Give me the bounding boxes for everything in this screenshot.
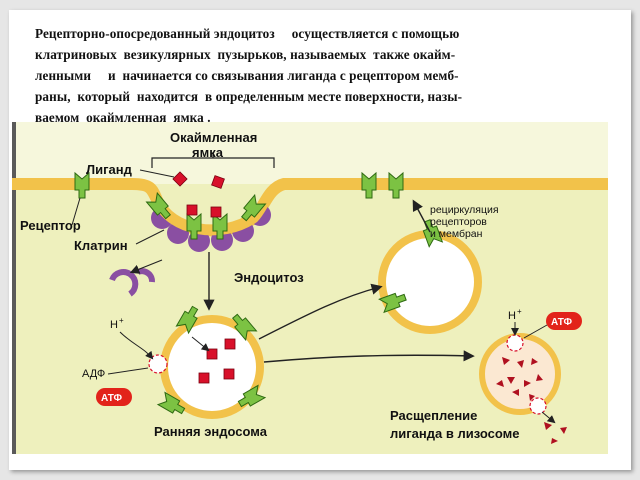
ligand-icon xyxy=(198,372,210,384)
recycling-label: рецепторов xyxy=(430,216,487,228)
slide-left-edge xyxy=(12,122,16,454)
extracellular-region xyxy=(12,122,608,184)
recycling-arrow xyxy=(412,199,431,233)
recycling-label: и мембран xyxy=(430,228,483,240)
recycling-vesicle xyxy=(378,230,482,334)
proton-pump-icon xyxy=(529,397,547,415)
plus-superscript: + xyxy=(119,316,124,325)
h-plus-left-label: Н xyxy=(110,319,118,331)
caption-line: Рецепторно-опосредованный эндоцитоз осущ… xyxy=(35,26,460,41)
caption-line: клатриновых везикулярных пузырьков, назы… xyxy=(35,47,456,62)
cleavage-label: Расщепление xyxy=(390,408,477,423)
to-recycling-arrow xyxy=(258,283,383,340)
endocytosis-diagram: Окаймленная ямка Лиганд Рецептор Клатрин… xyxy=(12,122,608,454)
released-fragments xyxy=(544,422,567,444)
ligand-label: Лиганд xyxy=(86,162,133,177)
atp-left-label: АТФ xyxy=(101,393,122,404)
caption-line: раны, который находится в определенным м… xyxy=(35,89,463,104)
ligand-icon xyxy=(206,348,218,360)
plus-superscript: + xyxy=(517,307,522,316)
endocytosis-label: Эндоцитоз xyxy=(234,270,304,285)
ligand-icon xyxy=(224,338,236,350)
cleavage-label: лиганда в лизосоме xyxy=(390,426,519,441)
clathrin-label: Клатрин xyxy=(74,238,128,253)
proton-pump-icon xyxy=(506,334,524,352)
atp-right-label: АТФ xyxy=(551,317,572,328)
proton-pump-icon xyxy=(148,354,168,374)
adp-label: АДФ xyxy=(82,368,105,380)
caption-text: Рецепторно-опосредованный эндоцитоз осущ… xyxy=(35,23,555,128)
ligand-icon xyxy=(210,206,222,218)
caption-line: ваемом окаймленная ямка . xyxy=(35,110,211,125)
recycling-label: рециркуляция xyxy=(430,204,499,216)
to-lysosome-arrow xyxy=(263,350,475,363)
lysosome xyxy=(479,333,561,415)
coated-pit-label: ямка xyxy=(192,145,224,160)
h-plus-right-label: Н xyxy=(508,310,516,322)
caption-line: ленными и начинается со связывания лиган… xyxy=(35,68,459,83)
ligand-icon xyxy=(186,204,198,216)
early-endosome-label: Ранняя эндосома xyxy=(154,424,268,439)
coated-pit-label: Окаймленная xyxy=(170,130,257,145)
ligand-icon xyxy=(223,368,235,380)
atp-badge-left xyxy=(96,388,132,406)
receptor-label: Рецептор xyxy=(20,218,81,233)
ligand-fragments xyxy=(496,357,543,401)
atp-badge-right xyxy=(546,312,582,330)
